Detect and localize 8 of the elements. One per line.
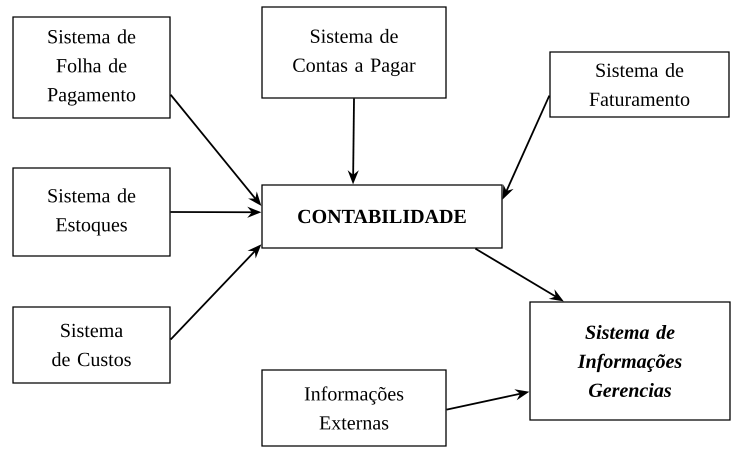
system-box: Sistema de Faturamento (549, 51, 730, 118)
system-box: Informações Externas (261, 369, 447, 447)
system-box: Sistema de Folha de Pagamento (12, 16, 171, 119)
system-box: Sistema de Informações Gerencias (529, 301, 731, 421)
system-box: Sistema de Custos (12, 306, 171, 384)
system-box: Sistema de Estoques (12, 167, 171, 257)
system-box: Sistema de Contas a Pagar (261, 6, 447, 99)
main-box: CONTABILIDADE (261, 184, 503, 249)
